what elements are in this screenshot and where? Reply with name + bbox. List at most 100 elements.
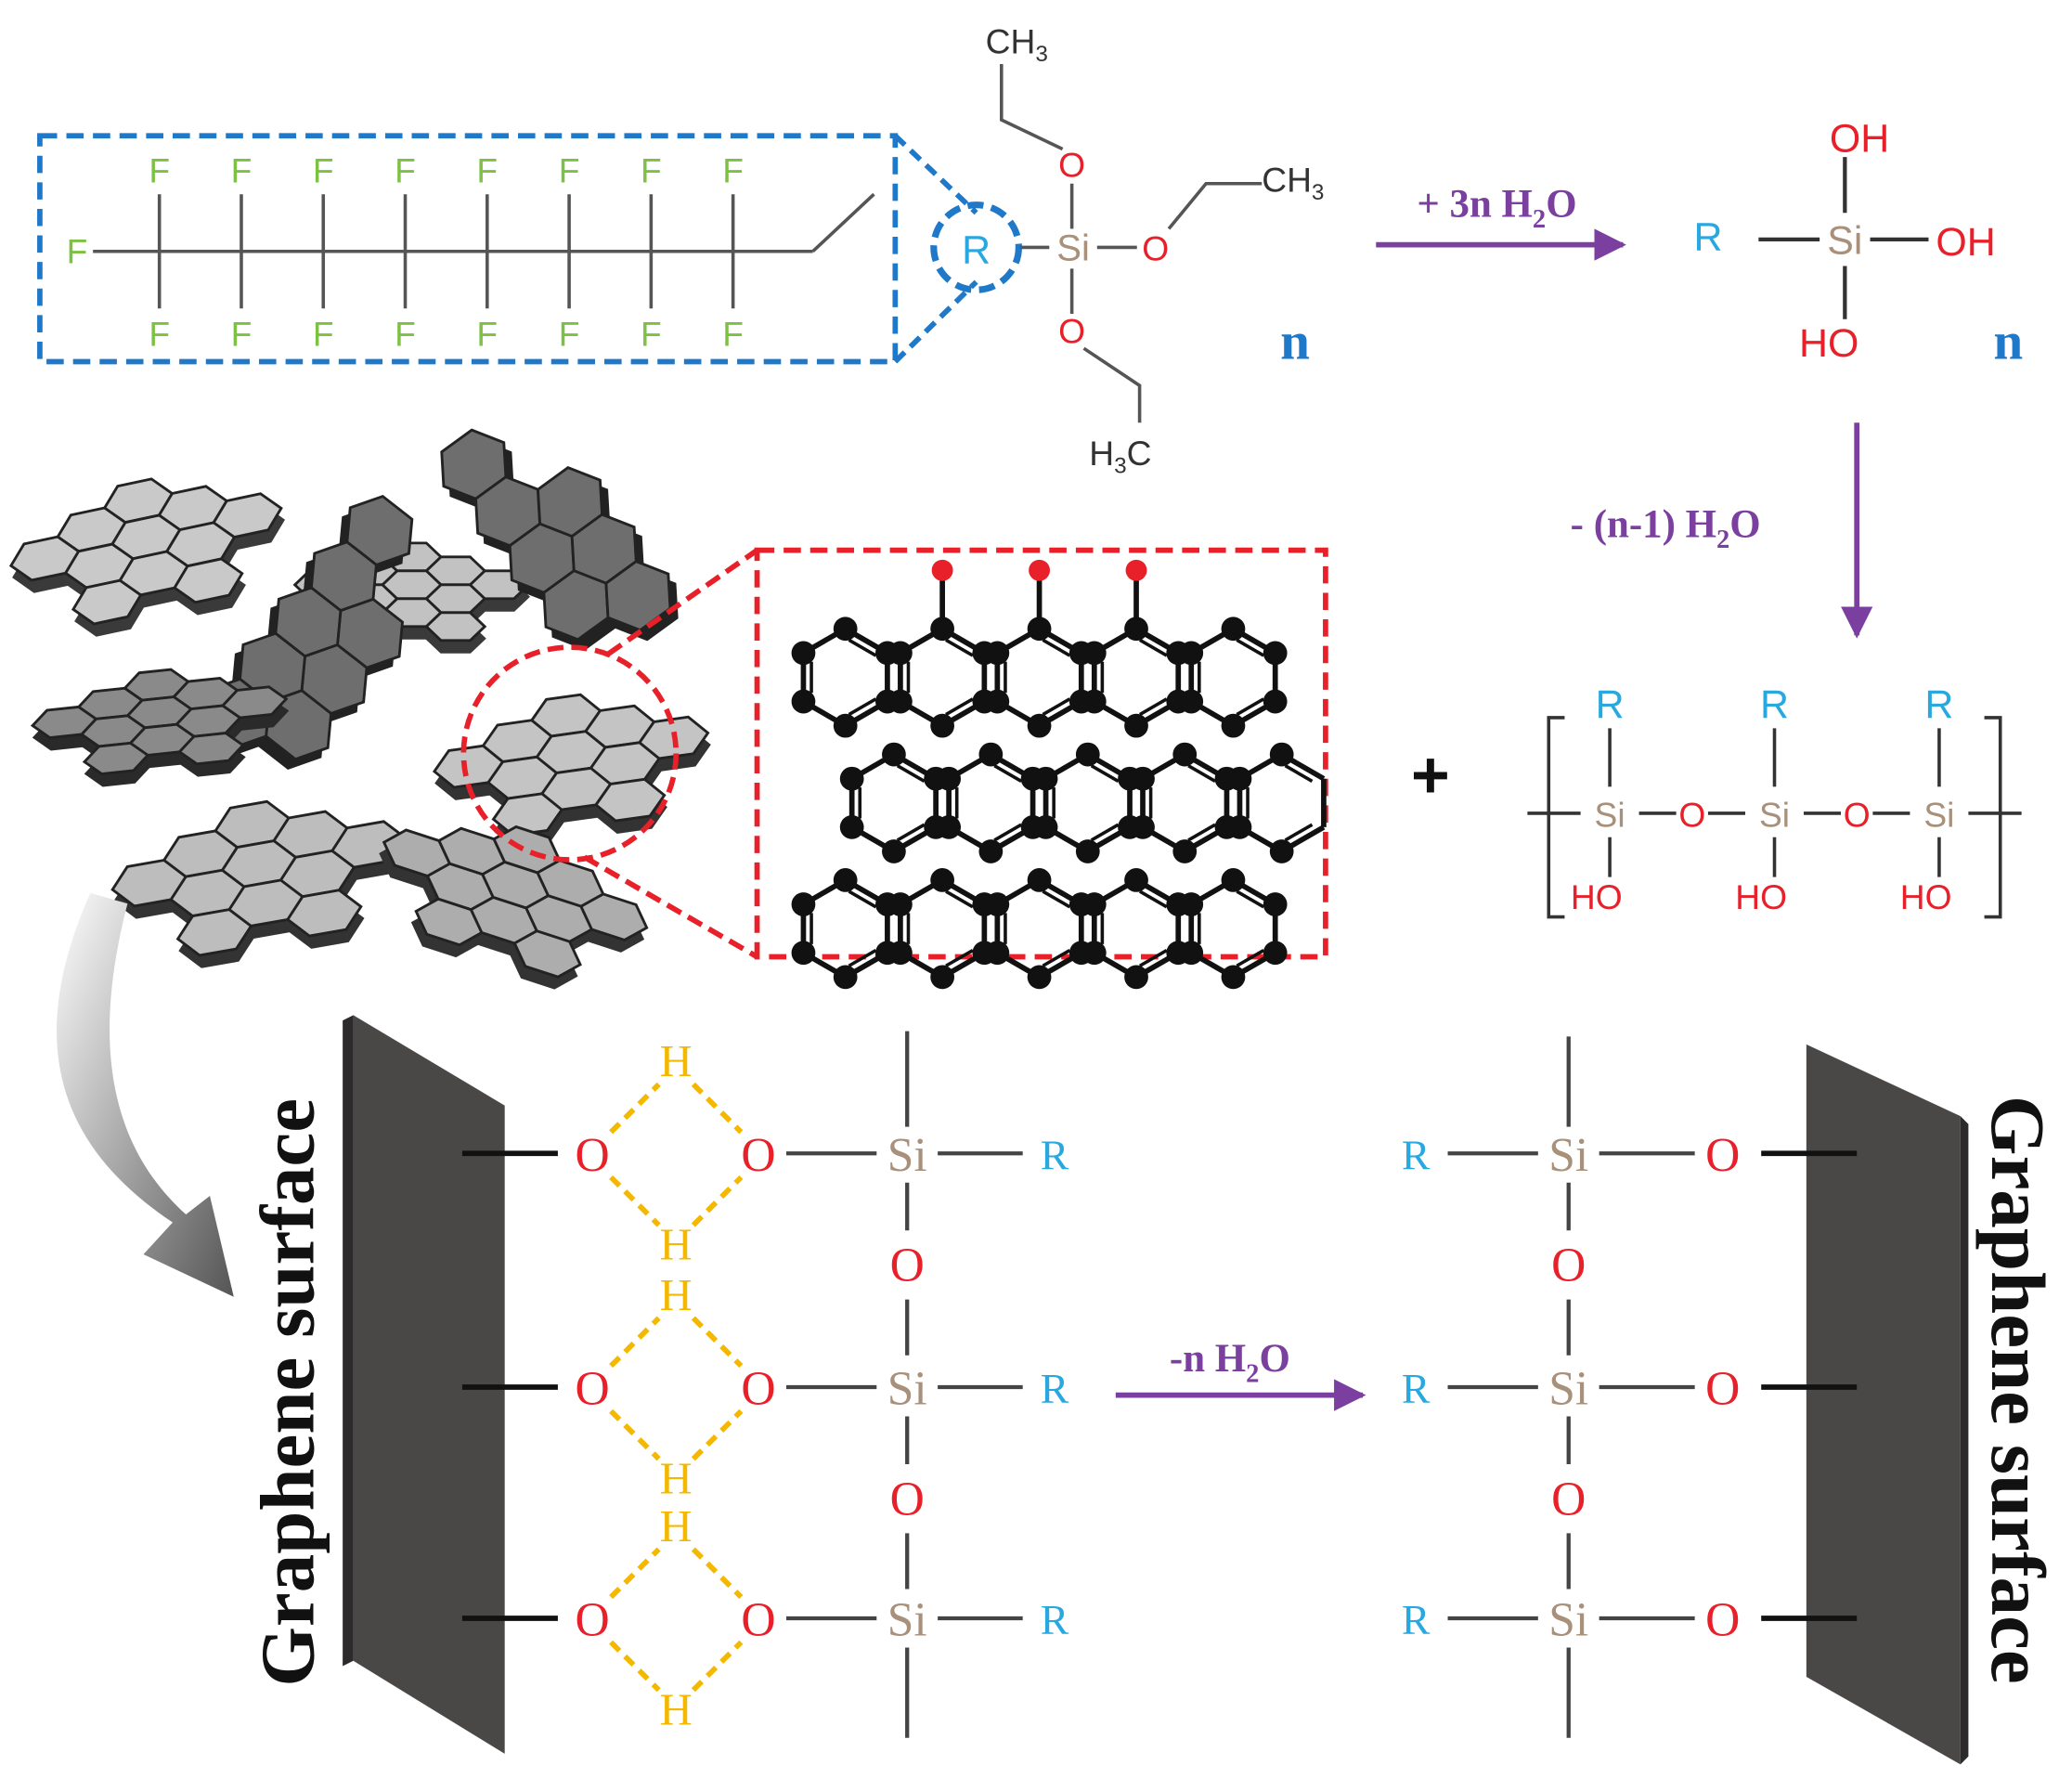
silicon-atom: Si xyxy=(1548,1129,1588,1182)
carbon-atom xyxy=(985,689,1010,714)
precursor-r-label: R xyxy=(962,228,991,273)
fluorine-end: F xyxy=(67,232,88,271)
silanol-multiplier: n xyxy=(1993,313,2023,371)
carbon-atom xyxy=(1221,965,1246,990)
hydrogen-top: H xyxy=(660,1036,693,1086)
carbon-atom xyxy=(1131,766,1155,791)
fluorocarbon-chain-box xyxy=(37,133,899,365)
h3c-bottom: H3C xyxy=(1089,434,1151,479)
carbon-atom xyxy=(833,965,858,990)
silicon-atom: Si xyxy=(887,1363,927,1416)
oxygen-atom xyxy=(1125,559,1147,581)
oligomer-o-label: O xyxy=(1678,795,1705,834)
carbon-atom xyxy=(1124,616,1148,642)
carbon-atom xyxy=(1033,815,1058,839)
precursor-o-bottom: O xyxy=(1058,311,1085,350)
carbon-atom xyxy=(1081,941,1107,966)
cc-double-bond xyxy=(848,889,877,909)
carbon-atom xyxy=(1263,689,1288,714)
h-bond xyxy=(691,1082,744,1135)
cc-double-bond xyxy=(896,823,926,842)
oxygen-atom xyxy=(931,559,953,581)
cc-double-bond xyxy=(848,638,877,657)
cc-double-bond xyxy=(1236,697,1265,717)
silicon-atom: Si xyxy=(1548,1594,1588,1647)
hydrolysis-step: + 3n H2O R Si OH OH HO n xyxy=(1376,116,2023,371)
cc-double-bond xyxy=(1138,697,1168,717)
cc-double-bond xyxy=(1090,764,1120,783)
carbon-atom xyxy=(888,941,913,966)
surface-oxygen: O xyxy=(1705,1594,1740,1647)
fluorine-top: F xyxy=(641,150,662,189)
carbon-atom xyxy=(985,641,1010,666)
oligomer-ho-label: HO xyxy=(1900,877,1952,916)
carbon-atom xyxy=(1131,815,1155,839)
carbon-atom xyxy=(985,892,1010,916)
carbon-atom xyxy=(978,839,1004,863)
r-group: R xyxy=(1402,1365,1431,1412)
r-group: R xyxy=(1041,1131,1069,1178)
left-surface-title: Graphene surface xyxy=(245,1098,330,1687)
h-bond xyxy=(691,1175,744,1227)
oligomer-r-label: R xyxy=(1596,682,1625,727)
cc-double-bond xyxy=(993,823,1023,842)
oligomer-ho-label: HO xyxy=(1735,877,1787,916)
silanol-oxygen: O xyxy=(741,1129,775,1182)
carbon-atom xyxy=(930,713,955,738)
carbon-atom xyxy=(1179,689,1204,714)
carbon-atom xyxy=(1179,641,1204,666)
carbon-atom xyxy=(1172,839,1198,863)
cc-double-bond xyxy=(945,889,974,909)
silanol-oxygen: O xyxy=(741,1594,775,1647)
hydrolysis-reaction-label: + 3n H2O xyxy=(1417,183,1576,234)
h-bond xyxy=(691,1547,744,1600)
graphene-zoom xyxy=(460,547,1328,990)
carbon-atom xyxy=(1033,766,1058,791)
carbon-atom xyxy=(791,892,816,916)
carbon-atom xyxy=(1263,892,1288,916)
fluorine-top: F xyxy=(476,150,498,189)
flake-cell xyxy=(579,892,649,941)
h-bond xyxy=(609,1175,661,1227)
dehydration-reaction-label: -n H2O xyxy=(1170,1337,1290,1388)
fluorine-top: F xyxy=(231,150,253,189)
r-group: R xyxy=(1041,1365,1069,1412)
precursor-multiplier: n xyxy=(1280,313,1310,371)
carbon-atom xyxy=(1027,965,1052,990)
surface-oxygen: O xyxy=(576,1594,610,1647)
carbon-atom xyxy=(930,965,955,990)
hydrogen-bottom: H xyxy=(660,1453,693,1503)
surface-oxygen: O xyxy=(576,1363,610,1416)
carbon-atom xyxy=(1172,742,1198,767)
silanol-si-label: Si xyxy=(1827,219,1862,264)
hydrogen-top: H xyxy=(660,1501,693,1551)
carbon-atom xyxy=(839,766,864,791)
carbon-atom xyxy=(1027,616,1052,642)
fluorine-bottom: F xyxy=(231,314,253,353)
carbon-atom xyxy=(930,868,955,892)
carbon-atom xyxy=(1221,713,1246,738)
fluorine-bottom: F xyxy=(722,314,744,353)
silicon-atom: Si xyxy=(887,1129,927,1182)
cc-double-bond xyxy=(848,697,877,717)
cc-double-bond xyxy=(945,638,974,657)
carbon-atom xyxy=(1179,892,1204,916)
cc-double-bond xyxy=(1284,764,1314,783)
h-bond xyxy=(609,1547,661,1600)
carbon-atom xyxy=(1081,689,1107,714)
flake-cell xyxy=(432,744,505,789)
carbon-atom xyxy=(1221,868,1246,892)
graphene-oxide-lattice xyxy=(791,559,1327,990)
fluorine-bottom: F xyxy=(149,314,170,353)
flake-top-left xyxy=(8,477,286,637)
oligomer-ho-label: HO xyxy=(1571,877,1623,916)
cc-double-bond xyxy=(1236,889,1265,909)
flake-tilted-right xyxy=(440,428,679,651)
h-bond xyxy=(691,1316,744,1369)
